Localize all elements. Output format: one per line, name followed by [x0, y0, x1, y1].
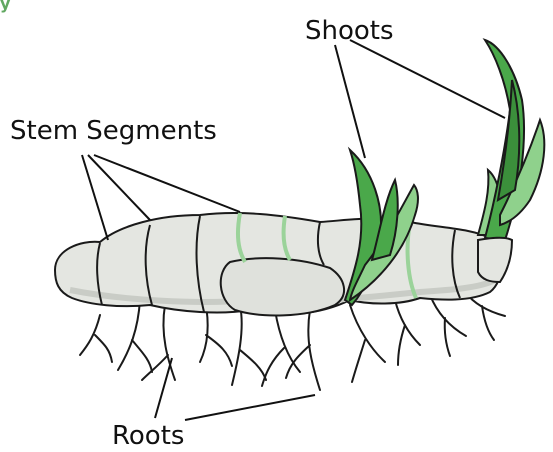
pointer-roots-2 — [185, 395, 315, 420]
pointer-roots-1 — [155, 358, 172, 418]
pointer-shoots-right — [350, 40, 505, 118]
pointer-stem-1 — [82, 155, 108, 240]
label-stem-segments: Stem Segments — [10, 118, 217, 144]
label-roots: Roots — [112, 423, 184, 449]
pointer-shoots-left — [335, 45, 365, 158]
label-shoots: Shoots — [305, 18, 394, 44]
rhizome-body — [55, 213, 501, 316]
